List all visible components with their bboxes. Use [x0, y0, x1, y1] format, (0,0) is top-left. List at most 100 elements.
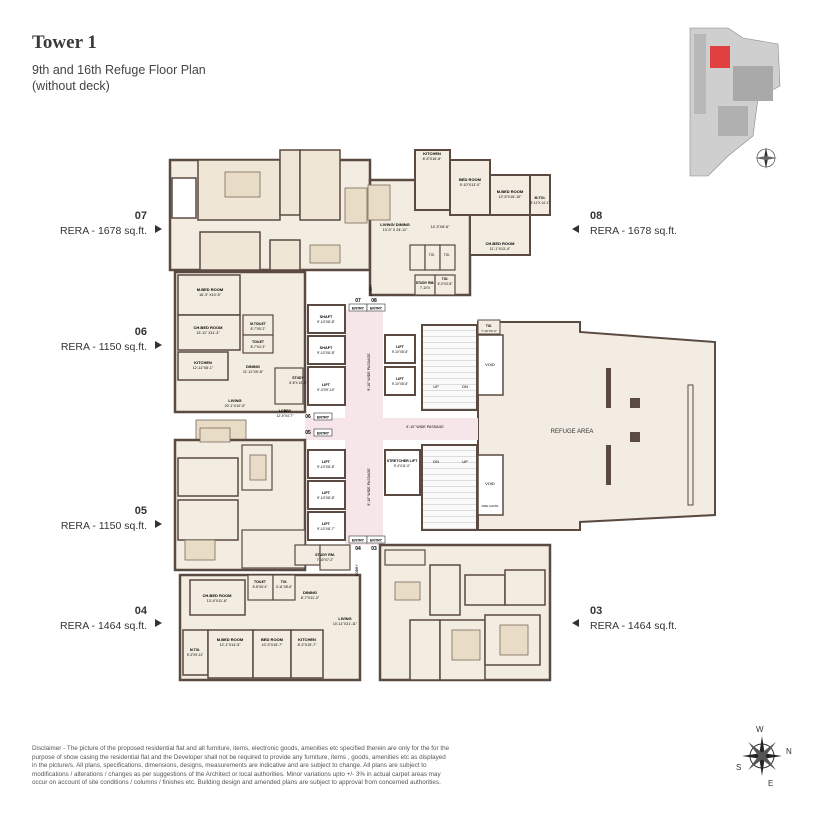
unit-04-number: 04	[134, 605, 147, 617]
void-1-label: VOID	[485, 362, 495, 367]
unit-03	[378, 543, 552, 682]
mtoi-08-dim: 5'-11"X 14'-1"	[530, 201, 549, 205]
mbed-08-label: M.BED ROOM	[497, 189, 524, 194]
unit-05-arrow	[155, 520, 162, 528]
bed-04-label: BED ROOM	[261, 637, 284, 642]
study-06-label: STUDY	[292, 376, 304, 380]
bed-08-label: BED ROOM	[459, 177, 482, 182]
mbed-06-dim: 16'-3" X10'-5"	[199, 293, 221, 297]
shaft-1-label: SHAFT	[320, 315, 333, 319]
lobby-06-label: LOBBY	[279, 409, 292, 413]
lift-a-label: LIFT	[322, 383, 331, 387]
study-04-label: STUDY RM.	[315, 553, 335, 557]
stretcher-lift-dim: 9'-4"X11'-0"	[394, 464, 410, 468]
mbed-06-label: M.BED ROOM	[197, 287, 224, 292]
unit-05	[173, 427, 307, 572]
shaft-2-label: SHAFT	[320, 346, 333, 350]
unit-07-number: 07	[134, 210, 147, 222]
entries: 07 08 ENTRY ENTRY 06 ENTRY 05 ENTRY 04 0…	[305, 298, 386, 552]
refuge-area: REFUGE AREA	[477, 321, 716, 531]
entry-03-number: 03	[371, 546, 377, 552]
toi-08c-label: TOI.	[442, 277, 449, 281]
unit-08-label: 08 RERA - 1678 sq.ft.	[590, 209, 720, 239]
toilet-06-dim: 8'-7"X4'-3"	[251, 345, 266, 349]
unit-03-number: 03	[590, 605, 603, 617]
entry-08-number: 08	[371, 298, 377, 304]
page-title: Tower 1	[32, 32, 97, 53]
lift-f-dim: 9'-10"X8'-7"	[317, 527, 335, 531]
compass-e-label: E	[768, 779, 773, 788]
key-plan	[688, 26, 792, 186]
living-08-dim: 14'-3"X8'-6"	[431, 225, 450, 229]
living-07-label: LIVING/ DINING	[380, 222, 410, 227]
living-07-dim: 13'-0" X 24'-11"	[383, 228, 408, 232]
entry-03-label: ENTRY	[370, 539, 383, 543]
void-2-label: VOID	[485, 481, 495, 486]
mtoi-04-label: M.TOI.	[190, 648, 200, 652]
toilet-04-dim: 8'-8"X5'-4"	[253, 585, 268, 589]
chbed-08-label: CH.BED ROOM	[486, 241, 516, 246]
dining-06-label: DINING	[246, 364, 260, 369]
lift-e-label: LIFT	[322, 491, 331, 495]
unit-06-label: 06 RERA - 1150 sq.ft.	[30, 325, 147, 355]
compass-icon: W N S E	[736, 725, 792, 788]
unit-05-rera: RERA - 1150 sq.ft.	[60, 520, 147, 532]
fire-chute-label: FIRE CHUTE	[482, 504, 499, 508]
lift-c-dim: 9'-10"X8'-8"	[392, 382, 409, 386]
mtoi-08-label: M.TOI.	[535, 196, 546, 200]
living-04-label: LIVING	[338, 616, 351, 621]
lift-c-label: LIFT	[396, 377, 405, 381]
kitchen-08-label: KITCHEN	[423, 151, 441, 156]
unit-06-rera: RERA - 1150 sq.ft.	[60, 341, 147, 353]
page-subtitle: 9th and 16th Refuge Floor Plan (without …	[32, 62, 206, 94]
unit-03-label: 03 RERA - 1464 sq.ft.	[590, 604, 720, 634]
unit-04-rera: RERA - 1464 sq.ft.	[60, 620, 147, 632]
toi-08b-label: TOI.	[444, 253, 450, 257]
chbed-06-dim: 13'-11" X11'-3"	[196, 331, 220, 335]
chbed-08-dim: 11'-1"X13'-4"	[490, 247, 511, 251]
toilet-06-label: TOILET	[252, 340, 265, 344]
toi-08c-dim: 5'-0"X3'-8"	[438, 282, 453, 286]
entry-08-label: ENTRY	[370, 307, 383, 311]
unit-07	[168, 149, 372, 272]
mbed-08-dim: 12'-5"X16'-10"	[499, 195, 522, 199]
lobby-06-dim: 12'-5"X4'-7"	[277, 414, 294, 418]
kitchen-08-dim: 8'-5"X16'-8"	[423, 157, 442, 161]
unit-05-number: 05	[134, 505, 147, 517]
toi-refuge-dim: 7'-10"X3'-2"	[481, 329, 497, 333]
lobby-34-label: LOBBY	[355, 564, 359, 576]
toi-08a-label: TOI.	[429, 253, 435, 257]
mtoilet-06-dim: 8'-7"X5'-2"	[251, 327, 266, 331]
stair-2-dn: DN	[433, 459, 439, 464]
unit-03-rera: RERA - 1464 sq.ft.	[590, 620, 677, 632]
unit-06-arrow	[155, 341, 162, 349]
dining-04-dim: 8'-7"X11'-3"	[301, 596, 320, 600]
passage-h-label: 9'-10" WIDE PASSAGE	[406, 425, 444, 429]
lift-e-dim: 9'-10"X8'-8"	[317, 496, 335, 500]
unit-04-label: 04 RERA - 1464 sq.ft.	[30, 604, 147, 634]
unit-08-arrow	[572, 225, 579, 233]
shaft-2-dim: 9'-10"X8'-8"	[317, 351, 335, 355]
toilet-04-label: TOILET	[254, 580, 267, 584]
kitchen-06-dim: 12'-11"X8'-1"	[193, 366, 214, 370]
unit-08-number: 08	[590, 210, 603, 222]
entry-04-label: ENTRY	[352, 539, 365, 543]
study-08-dim: 7'-10"X	[420, 286, 431, 290]
entry-05-label: ENTRY	[317, 432, 330, 436]
kitchen-06-label: KITCHEN	[194, 360, 212, 365]
study-08-label: STUDY RM.	[416, 281, 435, 285]
lobby-78-label: LOBBY	[369, 284, 373, 296]
subtitle-line-2: (without deck)	[32, 79, 110, 93]
unit-07-rera: RERA - 1678 sq.ft.	[60, 225, 147, 237]
core: SHAFT 9'-10"X8'-8" SHAFT 9'-10"X8'-8" LI…	[305, 304, 504, 545]
bed-08-dim: 9'-10"X13'-0"	[460, 183, 481, 187]
toi-refuge-label: TOI.	[486, 324, 492, 328]
lift-b-dim: 9'-10"X8'-8"	[392, 350, 409, 354]
passage-v2-label: 9'-10" WIDE PASSAGE	[367, 468, 371, 506]
unit-03-arrow	[572, 619, 579, 627]
mbed-04-dim: 12'-1"X14'-5"	[220, 643, 241, 647]
unit-07-label: 07 RERA - 1678 sq.ft.	[30, 209, 147, 239]
shaft-1-dim: 9'-10"X8'-8"	[317, 320, 335, 324]
lift-b-label: LIFT	[396, 345, 405, 349]
subtitle-line-1: 9th and 16th Refuge Floor Plan	[32, 63, 206, 77]
